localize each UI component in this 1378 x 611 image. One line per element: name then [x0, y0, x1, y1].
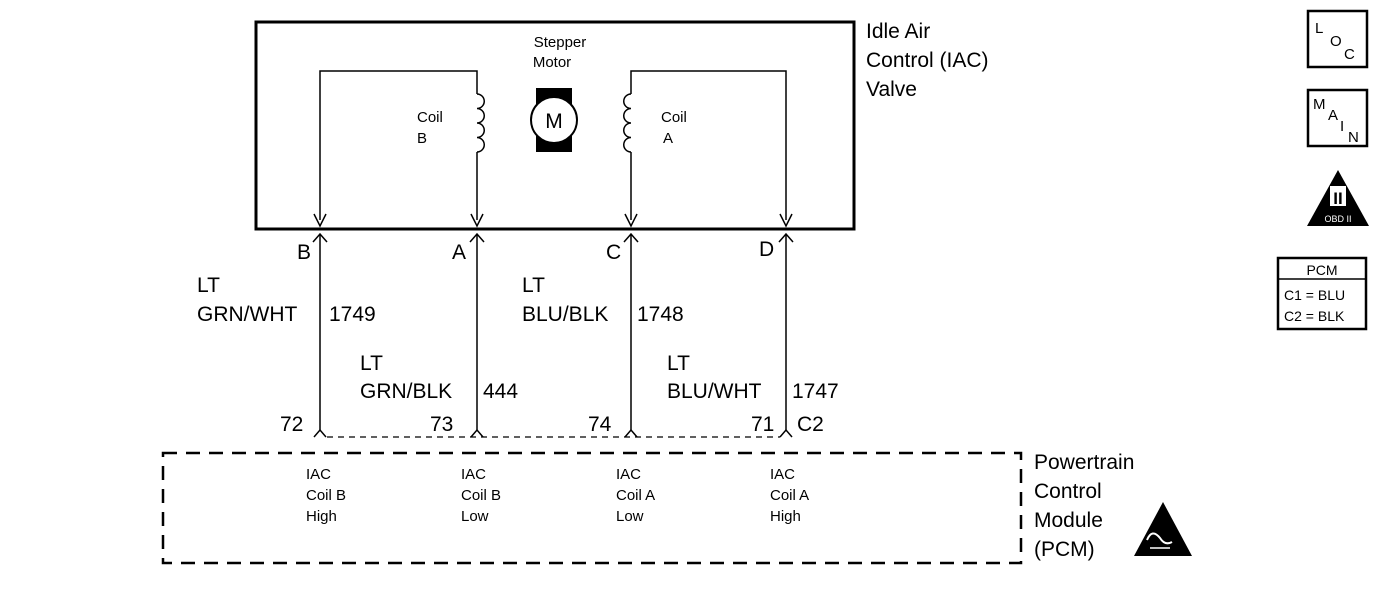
pcm-terminal-1-line-3: High	[306, 508, 337, 525]
obd-label: OBD II	[1324, 214, 1351, 224]
pcm-terminal-1-line-1: IAC	[306, 466, 331, 483]
connector-chevrons	[312, 232, 794, 243]
obd-numeral: II	[1333, 189, 1342, 208]
pcm-connector-chevrons	[313, 428, 793, 438]
wire-1-circuit: 1749	[329, 303, 376, 326]
pcm-terminal-1-line-2: Coil B	[306, 487, 346, 504]
pcm-pin-71: 71	[751, 413, 774, 436]
pcm-name-line-3: Module	[1034, 509, 1103, 532]
wire-3-color-line-1: LT	[522, 274, 545, 297]
pcm-terminal-2-line-1: IAC	[461, 466, 486, 483]
main-letter-m: M	[1313, 96, 1326, 113]
component-name-line-3: Valve	[866, 78, 917, 101]
pcm-terminal-2-line-3: Low	[461, 508, 489, 525]
wire-4-color-line-2: BLU/WHT	[667, 380, 762, 403]
motor-label-line-2: Motor	[533, 54, 571, 71]
loc-letter-o: O	[1330, 33, 1342, 50]
main-icon: M A I N	[1306, 88, 1369, 148]
wire-3-circuit: 1748	[637, 303, 684, 326]
component-name-line-2: Control (IAC)	[866, 49, 989, 72]
loc-letter-l: L	[1315, 20, 1323, 37]
pcm-terminal-3-line-1: IAC	[616, 466, 641, 483]
coil-a-label-line-2: A	[663, 130, 673, 147]
pcm-connector-id: C2	[797, 413, 824, 436]
pcm-name-line-2: Control	[1034, 480, 1102, 503]
internal-wiring	[319, 70, 787, 220]
pcm-terminal-3-line-3: Low	[616, 508, 644, 525]
esd-sensitive-icon	[1134, 502, 1192, 556]
pcm-pin-72: 72	[280, 413, 303, 436]
wire-1-color-line-2: GRN/WHT	[197, 303, 297, 326]
main-letter-n: N	[1348, 129, 1359, 146]
main-letter-a: A	[1328, 107, 1338, 124]
component-name-line-1: Idle Air	[866, 20, 930, 43]
pcm-terminal-4-line-3: High	[770, 508, 801, 525]
wire-2-circuit: 444	[483, 380, 518, 403]
harness-wires	[319, 234, 787, 430]
pin-label-a: A	[452, 241, 466, 264]
pcm-terminal-3-line-2: Coil A	[616, 487, 655, 504]
coil-b-label-line-1: Coil	[417, 109, 443, 126]
pcm-terminal-2-line-2: Coil B	[461, 487, 501, 504]
pcm-name-line-1: Powertrain	[1034, 451, 1134, 474]
pcm-terminal-4-line-1: IAC	[770, 466, 795, 483]
coil-b-winding	[476, 93, 485, 153]
coil-b-label-line-2: B	[417, 130, 427, 147]
pin-label-c: C	[606, 241, 621, 264]
legend-title: PCM	[1306, 262, 1337, 278]
wire-4-color-line-1: LT	[667, 352, 690, 375]
coil-a-winding	[623, 93, 632, 153]
wire-1-color-line-1: LT	[197, 274, 220, 297]
pcm-connector-legend: PCM C1 = BLU C2 = BLK	[1276, 256, 1368, 331]
motor-label-line-1: Stepper	[534, 34, 587, 51]
loc-letter-c: C	[1344, 46, 1355, 63]
wire-4-circuit: 1747	[792, 380, 839, 403]
pin-label-d: D	[759, 238, 774, 261]
motor-symbol-letter: M	[545, 110, 563, 133]
internal-arrowheads	[313, 213, 793, 228]
wire-2-color-line-2: GRN/BLK	[360, 380, 452, 403]
pcm-pin-74: 74	[588, 413, 612, 436]
stepper-motor-symbol	[530, 88, 578, 152]
coil-a-label-line-1: Coil	[661, 109, 687, 126]
main-letter-i: I	[1340, 118, 1344, 135]
pcm-terminal-4-line-2: Coil A	[770, 487, 809, 504]
obd-ii-icon: II OBD II	[1307, 170, 1369, 226]
wire-3-color-line-2: BLU/BLK	[522, 303, 608, 326]
loc-icon: L O C	[1306, 9, 1369, 69]
legend-line-2: C2 = BLK	[1284, 308, 1345, 324]
wire-2-color-line-1: LT	[360, 352, 383, 375]
iac-valve-box	[254, 20, 856, 231]
legend-line-1: C1 = BLU	[1284, 287, 1345, 303]
pcm-dashed-box	[161, 451, 1023, 565]
pcm-name-line-4: (PCM)	[1034, 538, 1095, 561]
pcm-pin-73: 73	[430, 413, 453, 436]
pin-label-b: B	[297, 241, 311, 264]
